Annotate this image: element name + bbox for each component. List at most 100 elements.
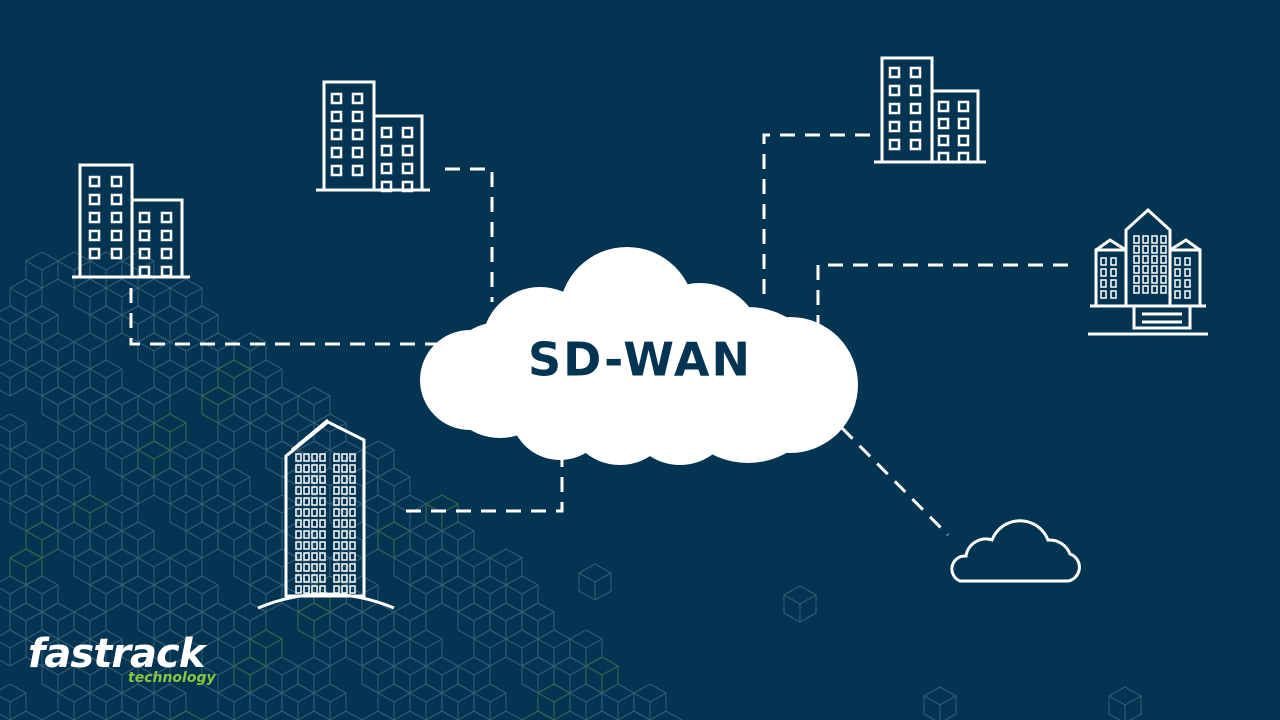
window xyxy=(341,519,348,528)
window xyxy=(319,519,326,528)
pattern-cube xyxy=(457,548,491,586)
pattern-cube xyxy=(0,359,27,397)
pattern-cube xyxy=(169,494,203,532)
pattern-cube xyxy=(0,305,27,343)
window xyxy=(110,211,123,224)
window xyxy=(351,92,364,105)
window xyxy=(1174,268,1181,277)
window xyxy=(311,497,318,506)
pattern-cube xyxy=(153,359,187,397)
window xyxy=(160,265,173,278)
window xyxy=(138,265,151,278)
window xyxy=(295,530,302,539)
window xyxy=(319,508,326,517)
window xyxy=(1142,285,1149,294)
window xyxy=(88,247,101,260)
window xyxy=(295,453,302,462)
pattern-cube xyxy=(585,710,619,720)
pattern-cube xyxy=(281,683,315,720)
window xyxy=(349,552,356,561)
window xyxy=(319,552,326,561)
window xyxy=(303,530,310,539)
pattern-cube xyxy=(25,521,59,559)
pattern-cube xyxy=(297,710,331,720)
window xyxy=(349,486,356,495)
window xyxy=(1133,275,1140,284)
pattern-cube xyxy=(297,602,331,640)
pattern-cube xyxy=(137,278,171,316)
window xyxy=(1151,235,1158,244)
pattern-cube xyxy=(185,575,219,613)
pattern-cube xyxy=(425,494,459,532)
window xyxy=(311,530,318,539)
pattern-cube xyxy=(361,710,395,720)
window xyxy=(110,229,123,242)
window xyxy=(110,247,123,260)
window xyxy=(349,519,356,528)
pattern-cube xyxy=(521,602,555,640)
pattern-cube xyxy=(169,440,203,478)
window xyxy=(349,541,356,550)
pattern-cube xyxy=(217,413,251,451)
window xyxy=(110,175,123,188)
pattern-cube xyxy=(521,656,555,694)
window xyxy=(1151,255,1158,264)
pattern-cube xyxy=(201,332,235,370)
pattern-cube xyxy=(649,710,683,720)
cloud-label: SD-WAN xyxy=(528,333,752,387)
pattern-cube xyxy=(617,710,651,720)
pattern-cube xyxy=(1108,686,1142,720)
pattern-cube xyxy=(233,548,267,586)
window xyxy=(311,585,318,594)
window xyxy=(319,475,326,484)
window xyxy=(1100,290,1107,299)
pattern-cube xyxy=(265,548,299,586)
pattern-cube xyxy=(105,386,139,424)
pattern-cube xyxy=(233,494,267,532)
pattern-cube xyxy=(505,629,539,667)
pattern-cube xyxy=(121,467,155,505)
pattern-cube xyxy=(425,548,459,586)
pattern-cube xyxy=(153,467,187,505)
pattern-cube xyxy=(217,467,251,505)
pattern-cube xyxy=(73,494,107,532)
pattern-cube xyxy=(201,494,235,532)
window xyxy=(1160,245,1167,254)
window xyxy=(333,530,340,539)
pattern-cube xyxy=(377,629,411,667)
pattern-cube xyxy=(217,359,251,397)
window xyxy=(1160,255,1167,264)
pattern-cube xyxy=(73,548,107,586)
corporate-building-icon xyxy=(1088,207,1208,336)
pattern-cube xyxy=(265,386,299,424)
pattern-cube xyxy=(57,521,91,559)
window xyxy=(88,175,101,188)
pattern-cube xyxy=(153,413,187,451)
pattern-cube xyxy=(393,656,427,694)
window xyxy=(1100,279,1107,288)
pattern-cube xyxy=(393,602,427,640)
pattern-cube xyxy=(473,629,507,667)
pattern-cube xyxy=(233,386,267,424)
office-building-icon xyxy=(316,80,430,193)
window xyxy=(88,229,101,242)
pattern-cube xyxy=(265,710,299,720)
pattern-cube xyxy=(121,413,155,451)
window xyxy=(341,552,348,561)
skyscraper-icon xyxy=(257,418,395,610)
pattern-cube xyxy=(361,656,395,694)
window xyxy=(341,497,348,506)
window xyxy=(311,519,318,528)
window xyxy=(1110,290,1117,299)
pattern-cube xyxy=(313,467,347,505)
window xyxy=(937,100,950,113)
window xyxy=(401,162,414,175)
window xyxy=(349,464,356,473)
pattern-cube xyxy=(89,521,123,559)
window xyxy=(401,180,414,193)
pattern-cube xyxy=(137,710,171,720)
window xyxy=(909,120,922,133)
pattern-cube xyxy=(265,494,299,532)
pattern-cube xyxy=(41,440,75,478)
window xyxy=(138,229,151,242)
